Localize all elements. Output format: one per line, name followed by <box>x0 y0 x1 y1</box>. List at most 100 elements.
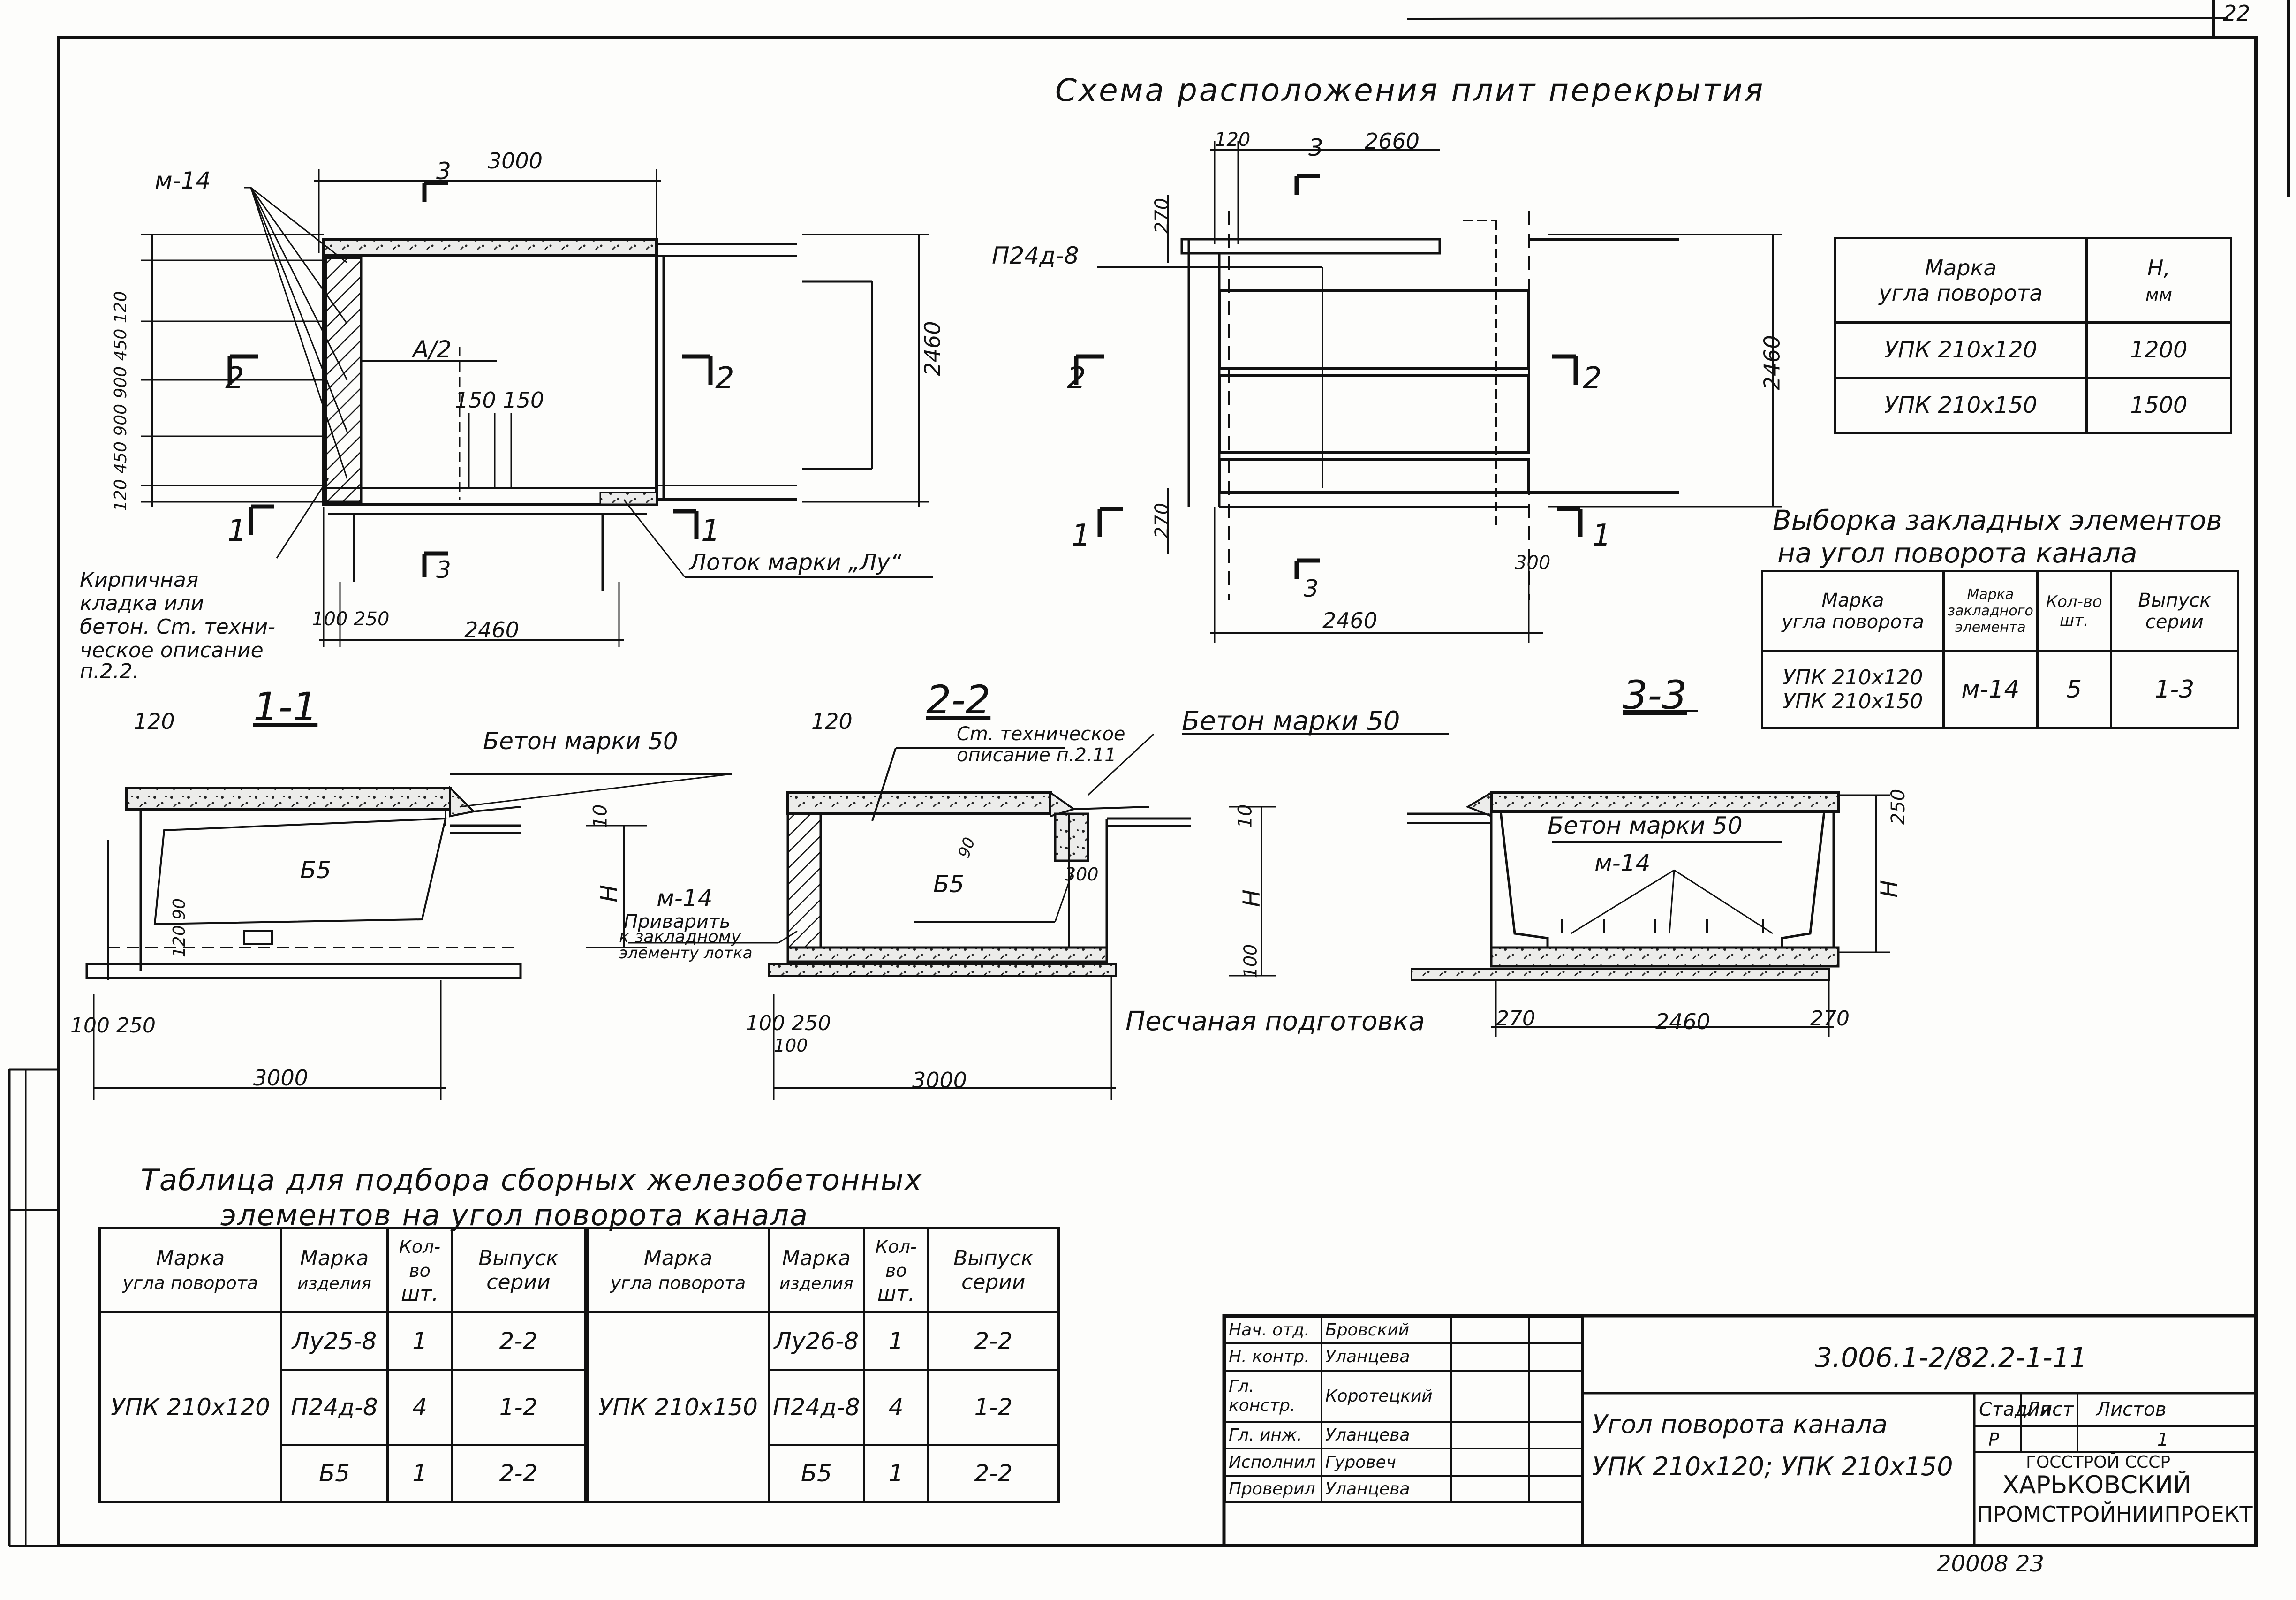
section-mark-2-left-r: 2 <box>1067 361 1086 396</box>
section-title-3-3: 3-3 <box>1623 672 1687 718</box>
stamp-org-2: ХАРЬКОВСКИЙ <box>2002 1471 2191 1499</box>
dim-120-plan-right: 120 <box>1215 129 1251 151</box>
dim-2460-plan-left-v: 2460 <box>920 321 945 376</box>
dim-100-250: 100 250 <box>312 608 390 630</box>
stamp-signatures: Нач. отд.Бровский Н. контр.Уланцева Гл. … <box>1224 1315 1583 1504</box>
section-mark-3-bottom: 3 <box>436 556 451 584</box>
label-concrete-50-s11: Бетон марки 50 <box>483 728 678 755</box>
section-2-2-drawing <box>628 733 1449 1100</box>
section-mark-1-left: 1 <box>227 514 247 548</box>
sel-left-item-1: Лу25-8 <box>280 1311 389 1371</box>
stamp-name-2: Уланцева <box>1321 1342 1452 1372</box>
label-m14-s22: м-14 <box>657 885 713 912</box>
note-masonry-1: Кирпичная <box>80 568 199 592</box>
section-mark-1-right-r: 1 <box>1592 518 1611 553</box>
section-mark-3-top: 3 <box>436 158 451 185</box>
sel-right-mark: УПК 210х150 <box>586 1311 770 1503</box>
sel-left-qty-1: 1 <box>386 1311 453 1371</box>
sel-left-mark: УПК 210х120 <box>98 1311 282 1503</box>
dim-250-s33: 250 <box>1888 789 1910 825</box>
dim-10-s11: 10 <box>589 804 612 828</box>
dim-120-s22: 120 <box>811 709 853 734</box>
dim-100-s22-b: 100 <box>774 1035 808 1056</box>
sel-left-qty-3: 1 <box>386 1443 453 1503</box>
sel-left-series-3: 2-2 <box>451 1443 586 1503</box>
sel-right-item-2: П24д-8 <box>768 1368 865 1446</box>
stamp-role-5: Исполнил <box>1224 1448 1322 1477</box>
label-h-s22: H <box>1238 889 1265 907</box>
stamp-sheets-label: Листов <box>2096 1399 2167 1420</box>
dim-2460-plan-left-h: 2460 <box>464 617 520 643</box>
note-masonry-4: ческое описание <box>80 638 264 662</box>
dim-270-s33-right: 270 <box>1810 1007 1850 1031</box>
sel-right-series-1: 2-2 <box>927 1311 1060 1371</box>
label-p24d8: П24д-8 <box>992 242 1079 269</box>
sheet-frame <box>8 0 2290 1547</box>
sel-left-series-1: 2-2 <box>451 1311 586 1371</box>
label-concrete-50-s22: Бетон марки 50 <box>1182 706 1400 736</box>
sel-left-item-2: П24д-8 <box>280 1368 389 1446</box>
stamp-org-1: ГОССТРОЙ СССР <box>2026 1453 2171 1472</box>
dim-3000-s22: 3000 <box>912 1068 967 1093</box>
sel-right-qty-3: 1 <box>862 1443 929 1503</box>
label-concrete-50-s33: Бетон марки 50 <box>1548 812 1743 839</box>
note-masonry-2: кладка или <box>80 591 204 615</box>
stamp-role-1: Нач. отд. <box>1224 1315 1322 1345</box>
plan-right <box>1074 141 1782 643</box>
label-a-half: A/2 <box>413 336 452 363</box>
label-weld-1: Приварить <box>624 911 731 933</box>
selection-table-title-1: Таблица для подбора сборных железобетонн… <box>141 1163 923 1197</box>
section-mark-2-left: 2 <box>225 361 244 396</box>
stamp-name-6: Уланцева <box>1321 1474 1452 1504</box>
stamp-title-2: УПК 210х120; УПК 210х150 <box>1592 1452 1953 1481</box>
dim-left-chain: 120 450 900 900 450 120 <box>111 291 130 512</box>
stamp-name-5: Гуровеч <box>1321 1448 1452 1477</box>
label-b5-s22: Б5 <box>933 871 965 898</box>
dim-10-s22: 10 <box>1234 804 1256 828</box>
dim-270-top: 270 <box>1151 197 1173 234</box>
dim-150-150: 150 150 <box>455 387 544 413</box>
stamp-sheet-label: Лист <box>2026 1399 2074 1420</box>
dim-3000-s11: 3000 <box>253 1065 309 1091</box>
dim-120-90: 120 90 <box>169 898 189 957</box>
sel-right-item-3: Б5 <box>768 1443 865 1503</box>
label-h-s11: H <box>595 885 623 902</box>
stamp-name-3: Коротецкий <box>1321 1369 1452 1423</box>
dim-300-plan: 300 <box>1515 552 1551 574</box>
embedded-table-title-2: на угол поворота канала <box>1777 537 2137 569</box>
label-sand-bed: Песчаная подготовка <box>1125 1006 1425 1037</box>
section-title-1-1: 1-1 <box>253 684 318 730</box>
emb-row-element: м-14 <box>1942 650 2039 729</box>
title-block-frame <box>1222 1314 2258 1547</box>
selection-table-title-2: элементов на угол поворота канала <box>220 1198 808 1232</box>
sel-right-series-3: 2-2 <box>927 1443 1060 1503</box>
section-mark-3-bottom-r: 3 <box>1304 575 1319 602</box>
stamp-name-4: Уланцева <box>1321 1421 1452 1450</box>
archive-number: 20008 23 <box>1937 1551 2045 1577</box>
dim-300-s22: 300 <box>1065 864 1099 885</box>
emb-row-series: 1-3 <box>2109 650 2240 729</box>
drawing-title: Схема расположения плит перекрытия <box>1055 72 1765 108</box>
table-h-row-1-mark: УПК 210х120 <box>1834 321 2088 379</box>
sheet-corner-number: 22 <box>2223 0 2251 26</box>
stamp-sheet-count: 1 <box>2157 1429 2169 1450</box>
dim-2460-s33: 2460 <box>1655 1009 1711 1034</box>
stamp-name-1: Бровский <box>1321 1315 1452 1345</box>
sel-left-item-3: Б5 <box>280 1443 389 1503</box>
table-h-row-2-mark: УПК 210х150 <box>1834 376 2088 434</box>
section-mark-2-right: 2 <box>715 361 734 396</box>
section-mark-1-right: 1 <box>701 514 720 548</box>
section-1-1-drawing <box>85 773 732 1100</box>
